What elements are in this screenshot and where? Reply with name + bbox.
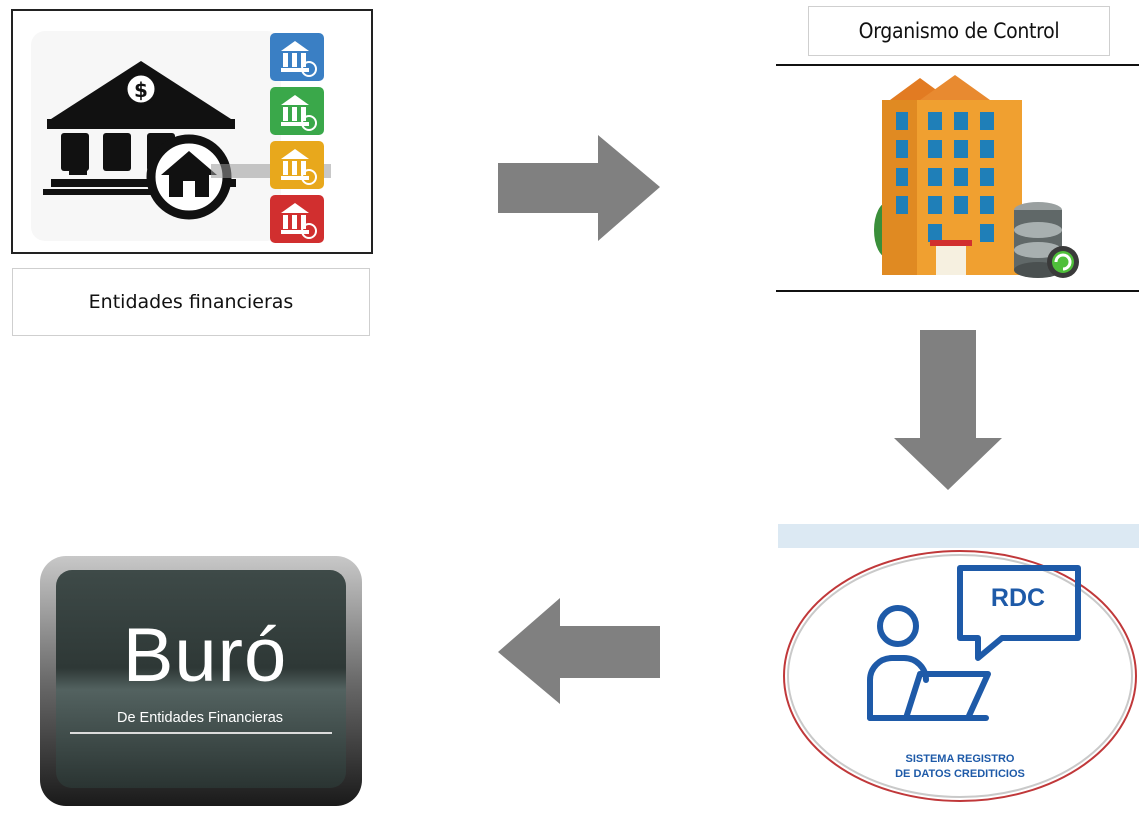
rdc-code-label: RDC [990,584,1046,612]
rdc-header-band [778,524,1139,548]
rdc-illustration [783,550,1137,802]
control-organism-label: Organismo de Control [808,6,1110,56]
building-icon [882,75,1022,275]
financial-entities-illustration: $ [31,31,331,243]
person-laptop-icon [867,605,991,721]
arrow-down [894,330,1002,490]
rdc-caption-line1: SISTEMA REGISTRO [905,753,1015,765]
financial-entities-label: Entidades financieras [12,268,370,336]
divider-bottom [776,290,1139,292]
arrow-right [498,135,660,241]
chat-bubble-icon [957,565,1081,661]
rdc-caption-line2: DE DATOS CREDITICIOS [895,768,1025,780]
divider-top [776,64,1139,66]
buro-title: Buró [122,613,288,698]
database-icon [1014,202,1079,278]
bank-tiles [270,33,324,243]
buro-logo-tile [40,556,362,806]
arrow-left [498,598,660,704]
building-illustration [874,75,1079,278]
buro-subtitle: De Entidades Financieras [116,710,284,726]
svg-text:$: $ [134,78,148,102]
rdc-caption: SISTEMA REGISTRO DE DATOS CREDITICIOS [790,752,1130,782]
